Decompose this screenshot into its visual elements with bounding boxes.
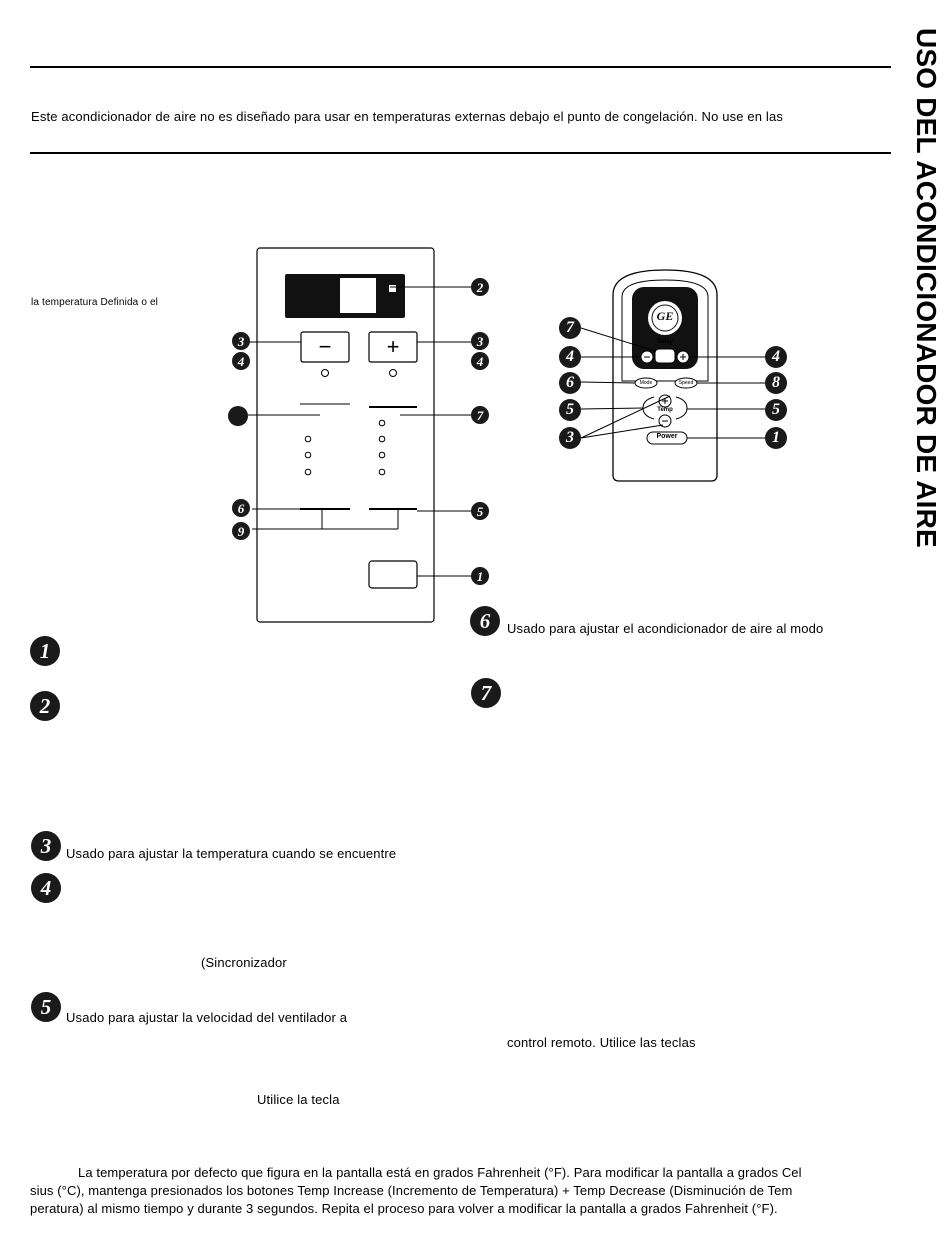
remote-control-diagram: GE Delay Mode Speed Temp Power 7 4 6 5 3… <box>555 265 805 485</box>
feature-5-extra-text: Utilice la tecla <box>257 1092 340 1107</box>
callout-badge: 3 <box>559 427 581 449</box>
feature-6-text: Usado para ajustar el acondicionador de … <box>507 621 824 636</box>
callout-badge: 5 <box>471 502 489 520</box>
callout-badge: 9 <box>232 522 250 540</box>
power-button[interactable] <box>369 561 417 588</box>
note-line-2: sius (°C), mantenga presionados los boto… <box>30 1183 793 1198</box>
side-title: USO DEL ACONDICIONADOR DE AIRE <box>911 28 942 548</box>
callout-badge: 1 <box>471 567 489 585</box>
callout-badge: 5 <box>765 399 787 421</box>
feature-4-badge: 4 <box>31 873 61 903</box>
callout-badge: 4 <box>765 346 787 368</box>
callout-badge: 2 <box>471 278 489 296</box>
callout-badge: 8 <box>765 372 787 394</box>
callout-badge: 4 <box>232 352 250 370</box>
feature-3-text: Usado para ajustar la temperatura cuando… <box>66 846 397 861</box>
speed-button[interactable]: Speed <box>678 380 694 386</box>
note-line-1: La temperatura por defecto que figura en… <box>78 1165 802 1180</box>
callout-badge: 4 <box>559 346 581 368</box>
temp-increase-button[interactable]: + <box>386 334 400 359</box>
left-fragment-text: la temperatura Definida o el <box>31 297 159 308</box>
callout-badge: 7 <box>559 317 581 339</box>
remote-lines <box>580 269 765 482</box>
feature-5-text: Usado para ajustar la velocidad del vent… <box>66 1010 348 1025</box>
intro-text: Este acondicionador de aire no es diseña… <box>31 109 783 124</box>
feature-6-badge: 6 <box>470 606 500 636</box>
feature-1-badge: 1 <box>30 636 60 666</box>
feature-5-badge: 5 <box>31 992 61 1022</box>
callout-badge: 6 <box>559 372 581 394</box>
feature-3-badge: 3 <box>31 831 61 861</box>
feature-2-badge: 2 <box>30 691 60 721</box>
temp-label: Temp <box>657 407 673 413</box>
middle-rule <box>30 152 891 154</box>
feature-7-extra-text: control remoto. Utilice las teclas <box>507 1035 696 1050</box>
temp-decrease-button[interactable]: − <box>318 334 332 359</box>
feature-4-extra-text: (Sincronizador <box>201 955 287 970</box>
callout-badge: 4 <box>471 352 489 370</box>
callout-badge: 7 <box>471 406 489 424</box>
ge-logo: GE <box>656 309 674 323</box>
callout-badge <box>228 406 248 426</box>
callout-badge: 3 <box>471 332 489 350</box>
note-line-3: peratura) al mismo tiempo y durante 3 se… <box>30 1201 778 1216</box>
callout-badge: 6 <box>232 499 250 517</box>
control-panel-diagram: − + 3 4 6 9 2 3 4 7 5 1 <box>228 245 510 625</box>
mode-button[interactable]: Mode <box>639 380 653 386</box>
feature-7-badge: 7 <box>471 678 501 708</box>
delay-button[interactable] <box>655 349 675 363</box>
remote-power-button[interactable]: Power <box>656 433 678 440</box>
callout-badge: 1 <box>765 427 787 449</box>
callout-badge: 3 <box>232 332 250 350</box>
top-rule <box>30 66 891 68</box>
callout-badge: 5 <box>559 399 581 421</box>
temperature-units-note: La temperatura por defecto que figura en… <box>30 1164 892 1218</box>
delay-label: Delay <box>656 339 673 345</box>
control-panel-lines <box>248 247 472 623</box>
